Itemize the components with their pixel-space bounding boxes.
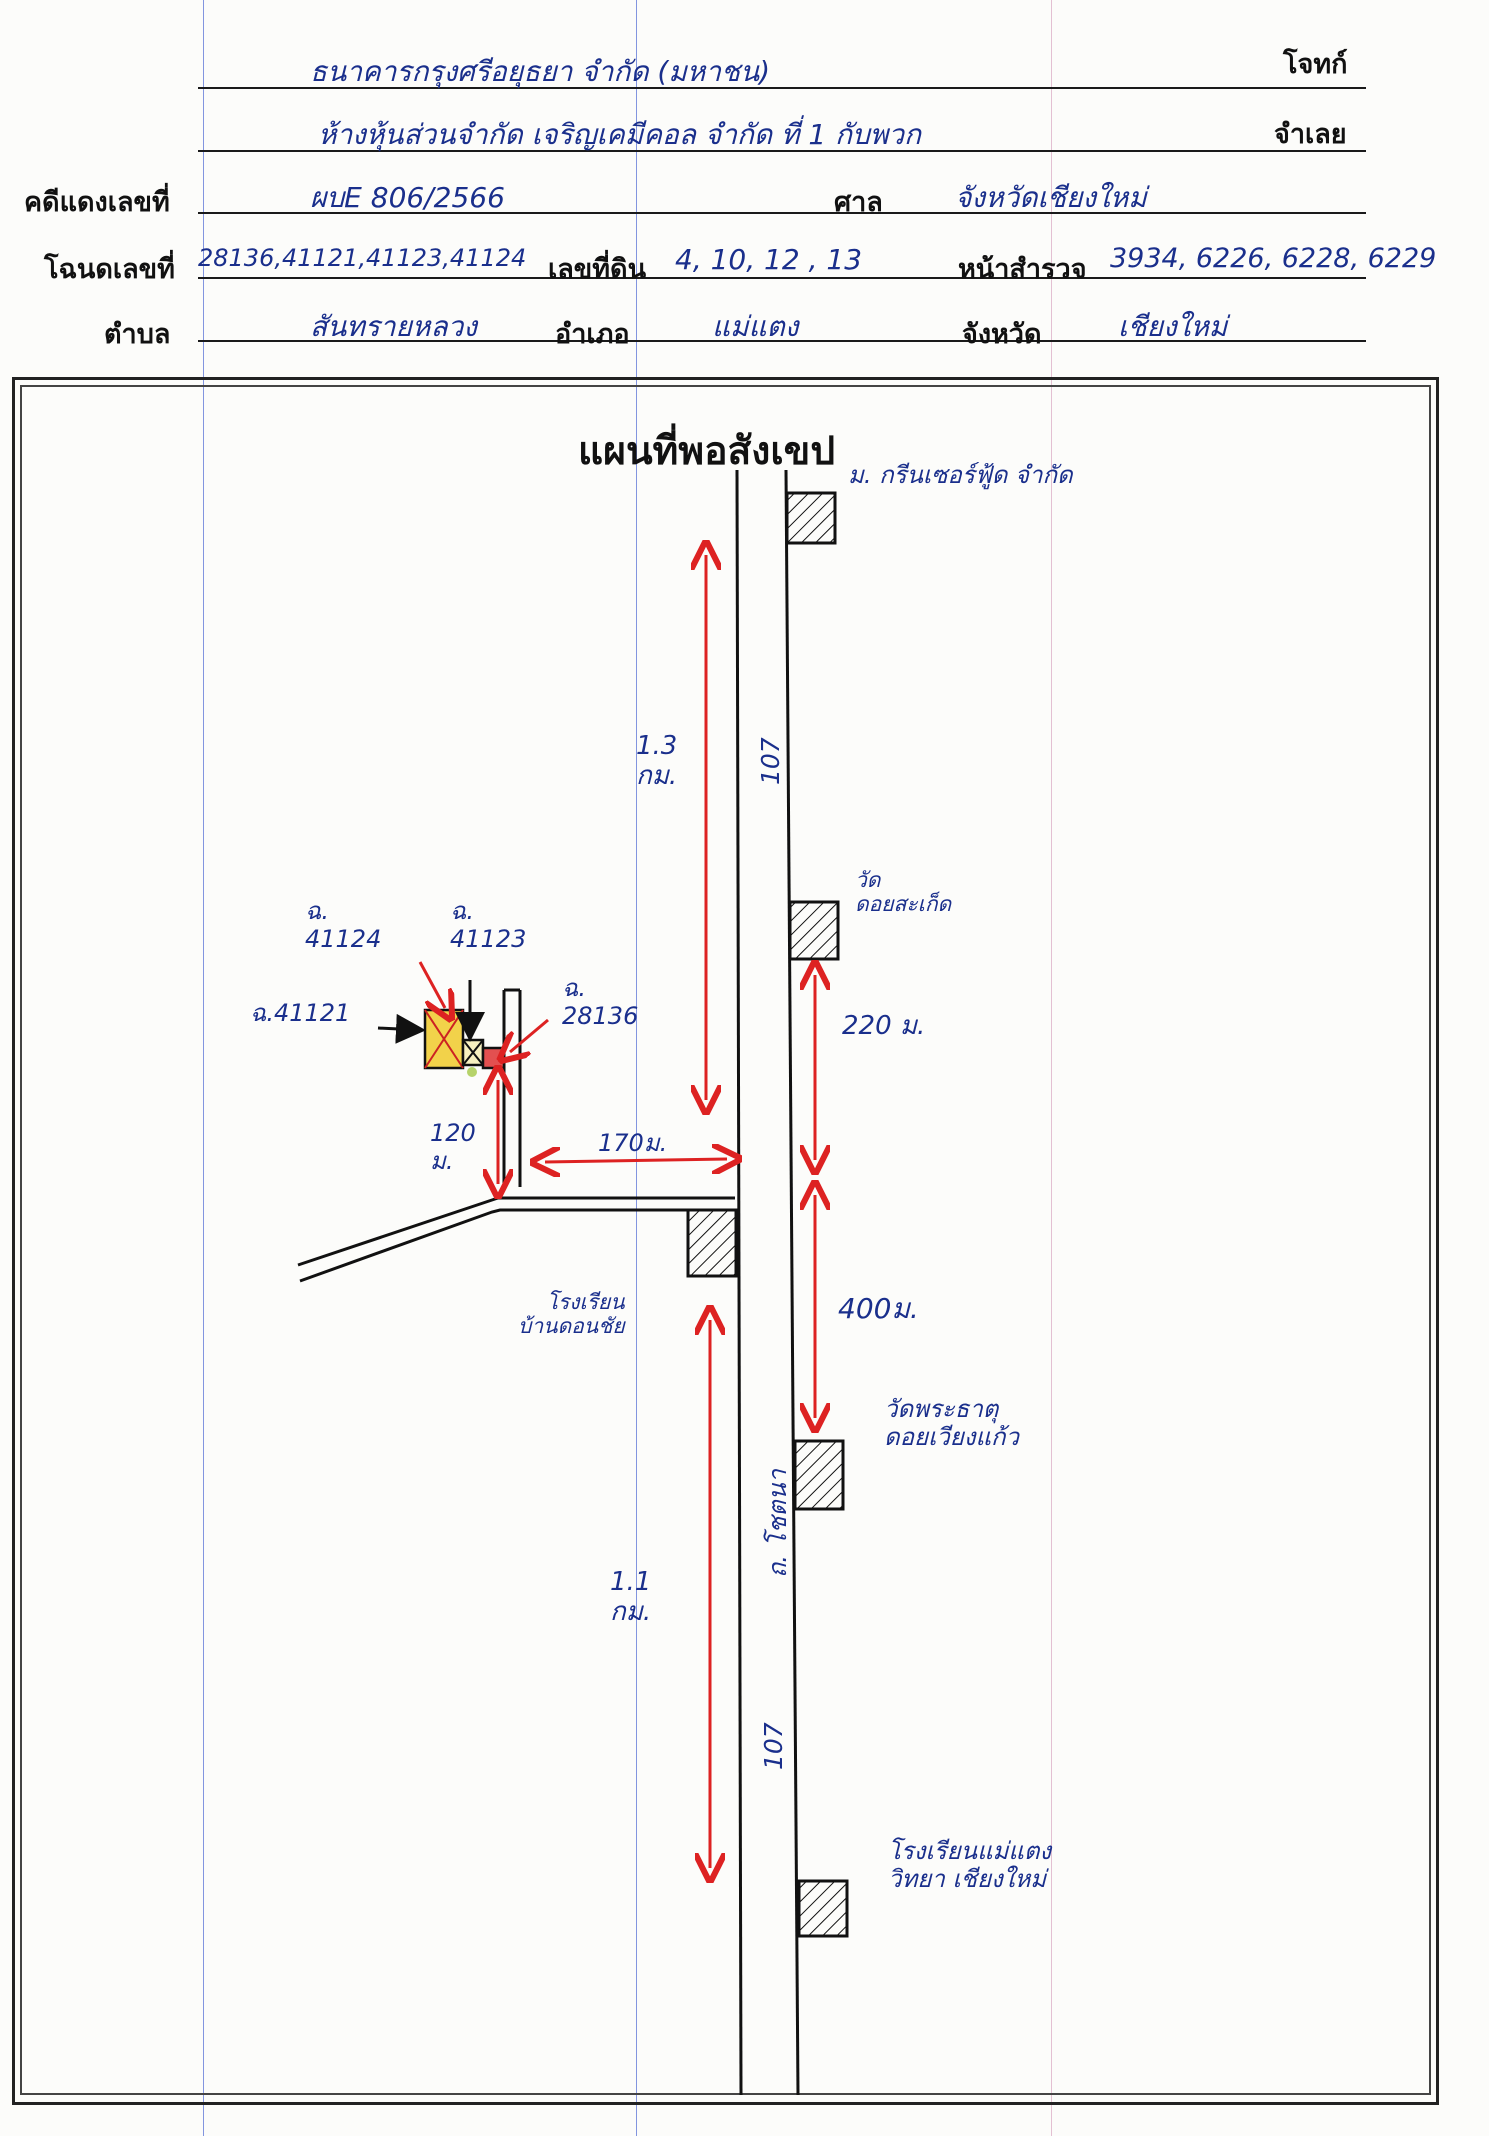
main-road-east-edge (784, 469, 800, 2096)
parcel-28136 (481, 1046, 506, 1070)
dist-label-lane: 120 ม. (430, 1119, 476, 1175)
survey-page-label: หน้าสำรวจ (958, 254, 1087, 285)
court-value: จังหวัดเชียงใหม่ (955, 181, 1147, 214)
arrow-41121 (377, 1013, 426, 1044)
case-no-label: คดีแดงเลขที่ (24, 187, 170, 218)
case-no-value: ผบE 806/2566 (310, 181, 505, 214)
district-value: แม่แตง (712, 310, 799, 343)
parcel-41123-cross (462, 1039, 484, 1066)
arrow-28136 (510, 1018, 549, 1052)
deed-no-label: โฉนดเลขที่ (44, 254, 175, 285)
landmark-temple (788, 900, 840, 961)
landmark-temple-label: วัด ดอยสะเก็ด (855, 868, 952, 917)
landmark-school-label: โรงเรียน บ้านดอนชัย (518, 1290, 625, 1339)
dist-label-lower: 1.1 กม. (610, 1567, 652, 1627)
defendant-label: จำเลย (1274, 119, 1347, 150)
district-label: อำเภอ (555, 319, 630, 350)
landmark-top (785, 491, 837, 545)
plaintiff-label: โจทก์ (1283, 49, 1348, 80)
plaintiff-value: ธนาคารกรุงศรีอยุธยา จำกัด (มหาชน) (310, 55, 771, 88)
land-no-label: เลขที่ดิน (548, 254, 647, 285)
side-road-north-edge (297, 1196, 735, 1267)
deed-no-value: 28136,41121,41123,41124 (198, 244, 527, 272)
dist-label-upper: 1.3 กม. (636, 731, 678, 791)
landmark-bottom (797, 1879, 849, 1938)
dist-label-400: 400ม. (838, 1292, 919, 1325)
parcel-41124-label: ฉ. 41124 (305, 897, 382, 953)
rule-case (198, 212, 1366, 214)
map-frame (12, 377, 1439, 2105)
margin-line (203, 0, 204, 2136)
land-no-value: 4, 10, 12 , 13 (675, 243, 863, 276)
subdistrict-label: ตำบล (104, 319, 171, 350)
map-frame-inner (20, 385, 1431, 2095)
side-road-south-edge (299, 1208, 735, 1283)
margin-line (1051, 0, 1052, 2136)
parcel-marker (467, 1067, 477, 1077)
map-title: แผนที่พอสังเขป (578, 429, 836, 474)
subdistrict-value: สันทรายหลวง (310, 310, 477, 343)
survey-page-value: 3934, 6226, 6228, 6229 (1110, 243, 1437, 274)
rule-deed (198, 277, 1366, 279)
rule-plaintiff (198, 87, 1366, 89)
road-number-upper: 107 (756, 737, 785, 785)
landmark-temple2-label: วัดพระธาตุ ดอยเวียงแก้ว (884, 1395, 1019, 1451)
rule-defendant (198, 150, 1366, 152)
landmark-bottom-label: โรงเรียนแม่แตง วิทยา เชียงใหม่ (888, 1837, 1052, 1893)
landmark-top-label: ม. กรีนเซอร์ฟู้ด จำกัด (848, 461, 1073, 489)
arrow-41124 (418, 961, 445, 1008)
parcel-41121-label: ฉ.41121 (250, 999, 351, 1027)
defendant-value: ห้างหุ้นส่วนจำกัด เจริญเคมีคอล จำกัด ที่… (318, 118, 921, 151)
province-value: เชียงใหม่ (1118, 310, 1228, 343)
dist-label-220: 220 ม. (842, 1011, 926, 1041)
dist-label-side: 170ม. (598, 1129, 668, 1157)
province-label: จังหวัด (962, 319, 1042, 350)
main-road-west-edge (735, 469, 743, 2096)
road-number-lower: 107 (759, 1722, 788, 1770)
court-label: ศาล (834, 187, 883, 218)
parcel-28136-label: ฉ. 28136 (562, 974, 639, 1030)
landmark-temple2 (793, 1439, 845, 1511)
landmark-school (686, 1208, 738, 1278)
dist-arrow-side (545, 1159, 727, 1162)
road-name: ถ. โชตนา (763, 1469, 792, 1578)
parcel-41123-label: ฉ. 41123 (450, 897, 527, 953)
margin-line (636, 0, 637, 2136)
rule-location (198, 340, 1366, 342)
